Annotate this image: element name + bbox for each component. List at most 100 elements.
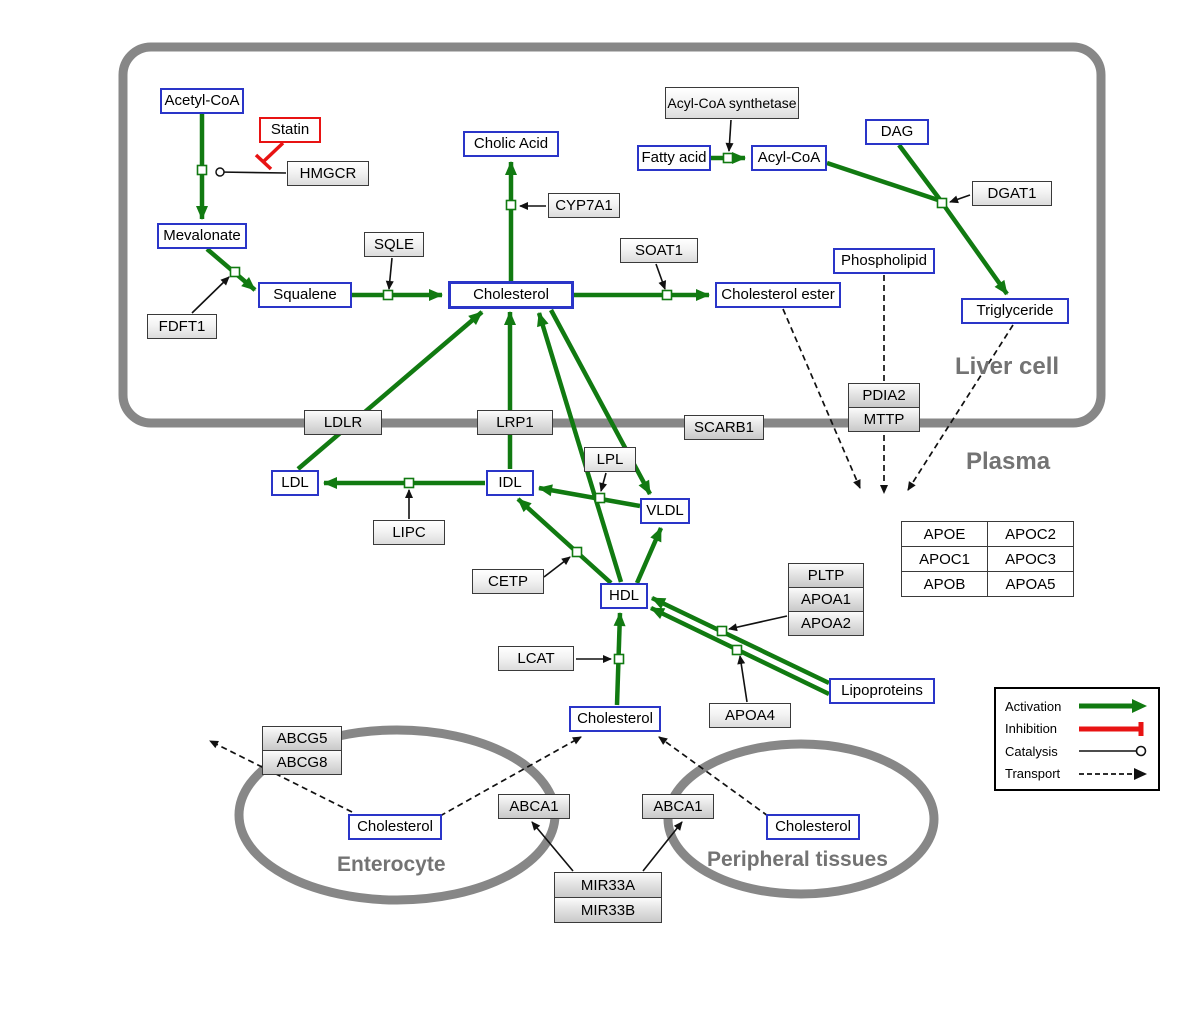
node-cholesterol-enterocyte[interactable]: Cholesterol	[348, 814, 442, 840]
node-mevalonate[interactable]: Mevalonate	[157, 223, 247, 249]
node-lcat[interactable]: LCAT	[498, 646, 574, 671]
inhibition-edge-statin	[254, 141, 285, 171]
edge-vldl-idl	[538, 484, 641, 509]
plasma-label: Plasma	[966, 448, 1051, 475]
edge-dag-junction	[897, 143, 943, 203]
node-lrp1[interactable]: LRP1	[477, 410, 553, 435]
transport-edges	[209, 275, 1014, 817]
node-ldl[interactable]: LDL	[271, 470, 319, 496]
edge-lipoproteins-hdl-upper	[651, 595, 830, 686]
node-triglyceride[interactable]: Triglyceride	[961, 298, 1069, 324]
edge-cetp-catalysis	[543, 556, 571, 578]
reaction-anchors	[196, 152, 948, 665]
node-acyl-coa-synthetase[interactable]: Acyl-CoA synthetase	[665, 87, 799, 119]
node-ldlr[interactable]: LDLR	[304, 410, 382, 435]
edge-mir33-abca1-left	[531, 821, 574, 872]
edge-acylcoa-synthetase-catalysis	[725, 119, 734, 152]
node-apoa5[interactable]: APOA5	[987, 571, 1074, 597]
node-idl[interactable]: IDL	[486, 470, 534, 496]
legend: Activation Inhibition Catalysis Transpor…	[994, 687, 1160, 791]
node-pltp[interactable]: PLTP	[788, 563, 864, 588]
transport-dashed-arrow-icon	[1079, 767, 1147, 780]
node-cholesterol-ester[interactable]: Cholesterol ester	[715, 282, 841, 308]
node-apob[interactable]: APOB	[901, 571, 988, 597]
node-acyl-coa[interactable]: Acyl-CoA	[751, 145, 827, 171]
node-apoa2[interactable]: APOA2	[788, 611, 864, 636]
edge-hdl-vldl	[634, 527, 664, 584]
node-lpl[interactable]: LPL	[584, 447, 636, 472]
edge-sqle-catalysis	[385, 257, 394, 290]
node-statin[interactable]: Statin	[259, 117, 321, 143]
node-fatty-acid[interactable]: Fatty acid	[637, 145, 711, 171]
node-acetyl-coa[interactable]: Acetyl-CoA	[160, 88, 244, 114]
node-mttp[interactable]: MTTP	[848, 407, 920, 432]
node-cholic-acid[interactable]: Cholic Acid	[463, 131, 559, 157]
node-fdft1[interactable]: FDFT1	[147, 314, 217, 339]
node-scarb1[interactable]: SCARB1	[684, 415, 764, 440]
stack-mir33: MIR33A MIR33B	[554, 872, 662, 923]
legend-inhibition: Inhibition	[1005, 719, 1149, 739]
node-phospholipid[interactable]: Phospholipid	[833, 248, 935, 274]
node-apoa4[interactable]: APOA4	[709, 703, 791, 728]
edge-ldl-cholesterol-via-ldlr	[296, 310, 484, 471]
node-apoe[interactable]: APOE	[901, 521, 988, 547]
edge-fdft1-catalysis	[191, 276, 230, 314]
node-apoc3[interactable]: APOC3	[987, 546, 1074, 572]
node-lipoproteins[interactable]: Lipoproteins	[829, 678, 935, 704]
legend-catalysis: Catalysis	[1005, 741, 1149, 761]
node-abcg8[interactable]: ABCG8	[262, 750, 342, 775]
edge-dgat1-catalysis	[949, 194, 971, 204]
node-apoc2[interactable]: APOC2	[987, 521, 1074, 547]
peripheral-tissues-label: Peripheral tissues	[707, 848, 888, 871]
node-soat1[interactable]: SOAT1	[620, 238, 698, 263]
edge-mir33-abca1-right	[642, 821, 683, 872]
node-hmgcr[interactable]: HMGCR	[287, 161, 369, 186]
node-apoc1[interactable]: APOC1	[901, 546, 988, 572]
edge-soat1-catalysis	[655, 263, 667, 290]
node-cyp7a1[interactable]: CYP7A1	[548, 193, 620, 218]
node-mir33b[interactable]: MIR33B	[554, 897, 662, 923]
liver-cell-label: Liver cell	[955, 353, 1060, 380]
edge-hdl-cholesterol-liver	[536, 312, 624, 583]
node-lipc[interactable]: LIPC	[373, 520, 445, 545]
node-apoa1[interactable]: APOA1	[788, 587, 864, 612]
node-mir33a[interactable]: MIR33A	[554, 872, 662, 898]
node-dgat1[interactable]: DGAT1	[972, 181, 1052, 206]
node-sqle[interactable]: SQLE	[364, 232, 424, 257]
edge-hmgcr-catalysis	[215, 167, 287, 177]
activation-edges	[196, 114, 1009, 706]
catalysis-circle-icon	[1079, 746, 1147, 757]
stack-pdia2-mttp: PDIA2 MTTP	[848, 383, 920, 432]
activation-arrow-icon	[1079, 699, 1147, 713]
edge-lpl-catalysis	[599, 472, 607, 492]
node-cholesterol-peripheral[interactable]: Cholesterol	[766, 814, 860, 840]
node-squalene[interactable]: Squalene	[258, 282, 352, 308]
stack-abcg5-abcg8: ABCG5 ABCG8	[262, 726, 342, 775]
node-abcg5[interactable]: ABCG5	[262, 726, 342, 751]
inhibition-tbar-icon	[1079, 721, 1144, 736]
enterocyte-label: Enterocyte	[337, 853, 446, 876]
node-abca1-enterocyte[interactable]: ABCA1	[498, 794, 570, 819]
node-pdia2[interactable]: PDIA2	[848, 383, 920, 408]
node-hdl[interactable]: HDL	[600, 583, 648, 609]
node-cholesterol-plasma[interactable]: Cholesterol	[569, 706, 661, 732]
edge-cholesterolester-plasma	[782, 308, 861, 489]
edge-acylcoa-junction	[826, 160, 942, 204]
node-abca1-peripheral[interactable]: ABCA1	[642, 794, 714, 819]
node-cetp[interactable]: CETP	[472, 569, 544, 594]
edge-peripheral-cholesterol-plasma	[658, 736, 769, 817]
node-vldl[interactable]: VLDL	[640, 498, 690, 524]
edge-enterocyte-cholesterol-plasma	[439, 736, 582, 817]
edge-junction-triglyceride	[941, 202, 1009, 296]
edge-pltp-apoa-catalysis	[728, 615, 788, 632]
edge-apoa4-catalysis	[737, 655, 748, 703]
node-cholesterol-liver[interactable]: Cholesterol	[448, 281, 574, 309]
node-dag[interactable]: DAG	[865, 119, 929, 145]
legend-transport-label: Transport	[1005, 766, 1061, 782]
legend-transport: Transport	[1005, 764, 1149, 784]
apolipoprotein-table: APOE APOC2 APOC1 APOC3 APOB APOA5	[901, 521, 1074, 597]
legend-inhibition-label: Inhibition	[1005, 721, 1058, 737]
stack-pltp-apoa1-apoa2: PLTP APOA1 APOA2	[788, 563, 864, 636]
edge-triglyceride-plasma	[907, 324, 1014, 491]
